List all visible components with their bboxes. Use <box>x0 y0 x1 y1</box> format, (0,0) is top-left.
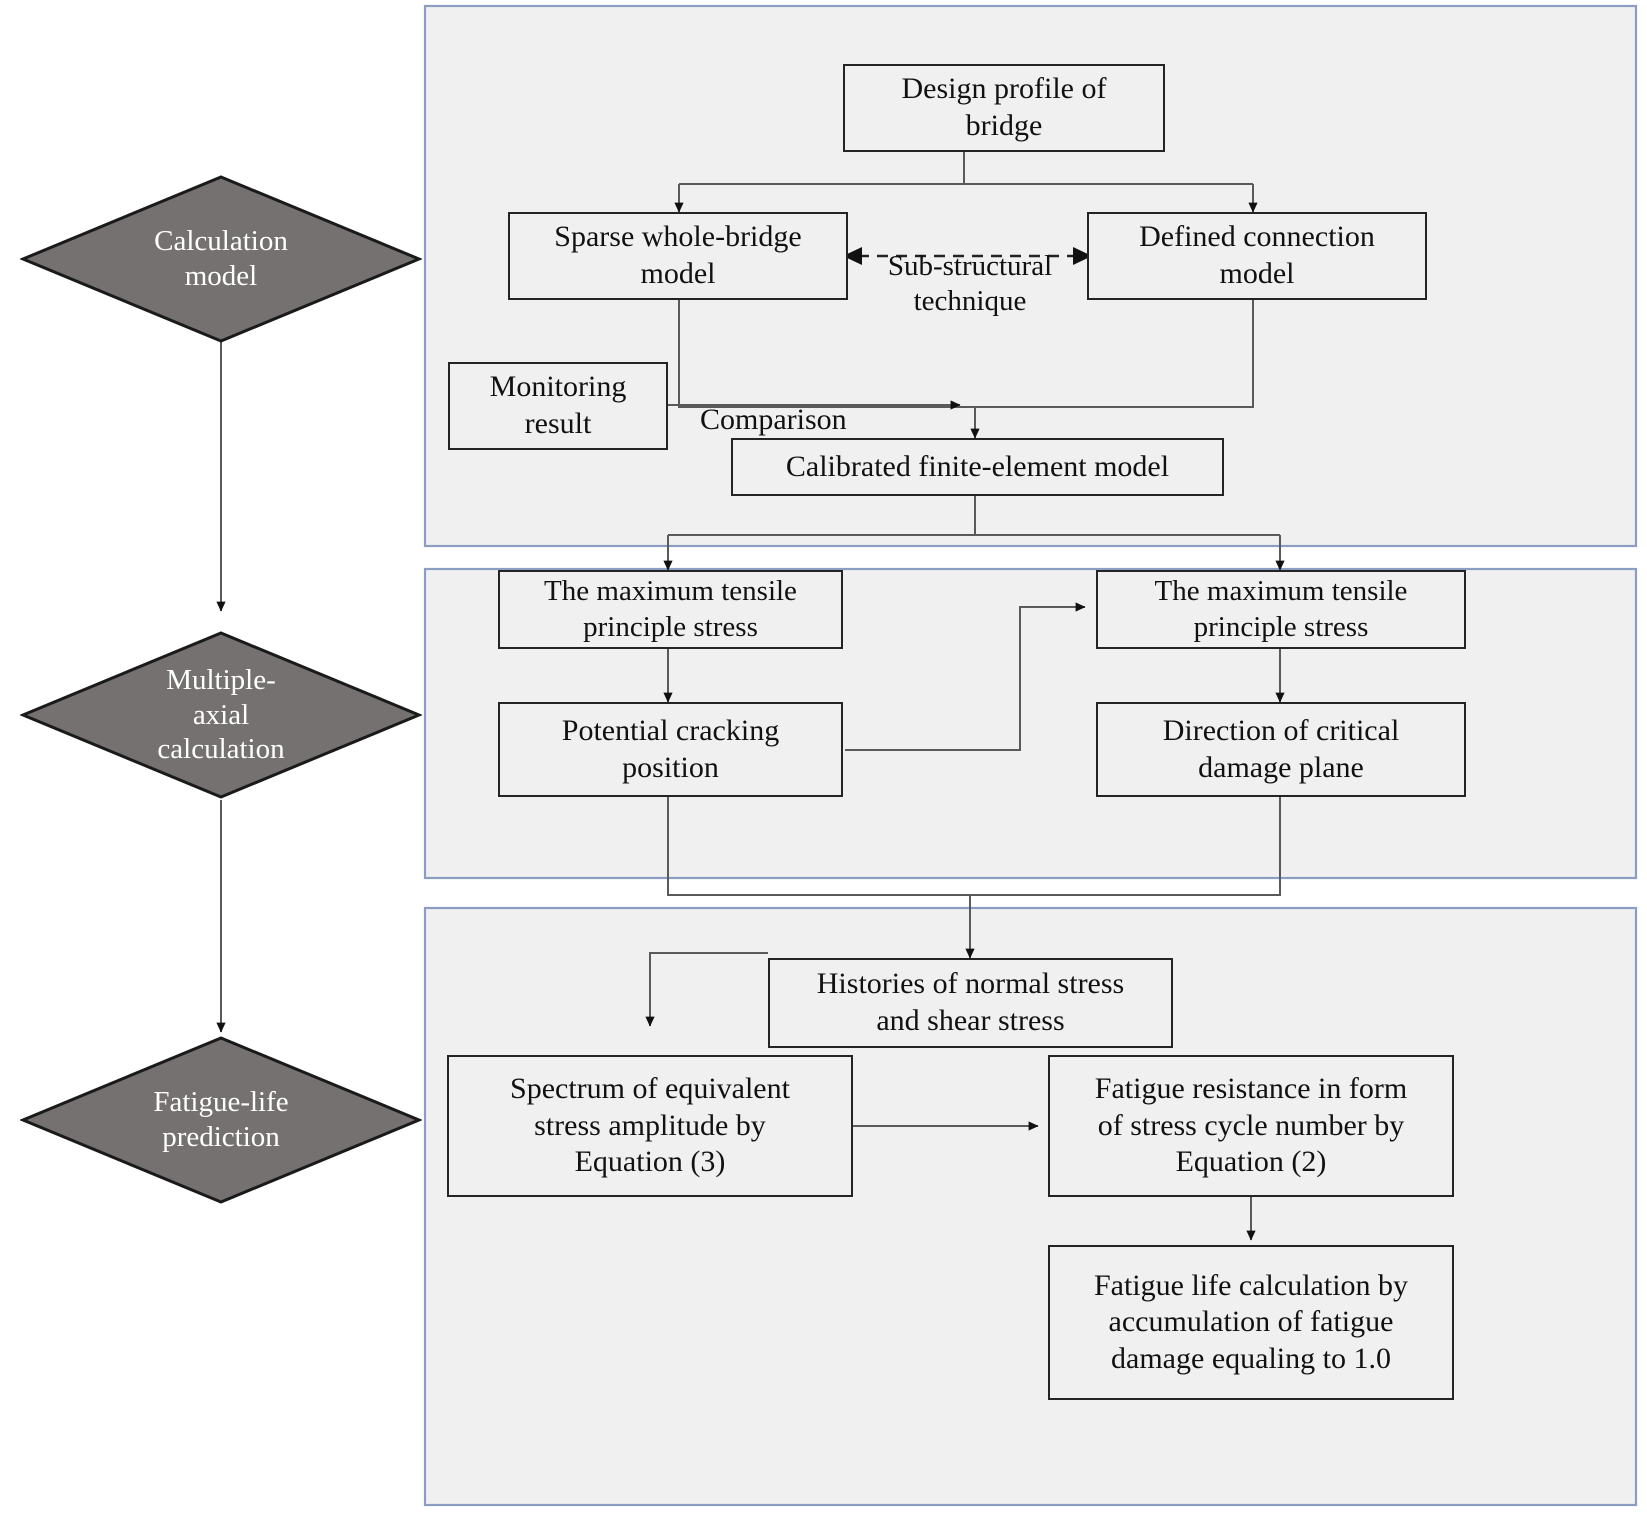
stage-diamond-multiple-axial[interactable]: Multiple- axial calculation <box>20 630 422 800</box>
node-max-tensile-right-label: The maximum tensile principle stress <box>1154 575 1408 643</box>
node-potential-cracking-label: Potential cracking position <box>561 713 780 784</box>
node-sparse-whole-bridge-model[interactable]: Sparse whole-bridge model <box>508 212 848 300</box>
edge-damage-down <box>970 797 1281 896</box>
node-design-profile-label: Design profile of bridge <box>901 72 1107 142</box>
node-max-tensile-principle-stress-right[interactable]: The maximum tensile principle stress <box>1096 570 1466 649</box>
node-calibrated-finite-element-model[interactable]: Calibrated finite-element model <box>731 438 1224 496</box>
node-defined-connection-model[interactable]: Defined connection model <box>1087 212 1427 300</box>
node-stress-histories-label: Histories of normal stress and shear str… <box>816 967 1125 1037</box>
edge-label-substructural: Sub-structural technique <box>865 214 1075 318</box>
edge-defined-to-join <box>975 300 1254 408</box>
node-spectrum-equivalent-stress[interactable]: Spectrum of equivalent stress amplitude … <box>447 1055 853 1197</box>
node-fatigue-life-label: Fatigue life calculation by accumulation… <box>1093 1268 1409 1375</box>
node-monitoring-result[interactable]: Monitoring result <box>448 362 668 450</box>
edge-sparse-to-join <box>678 300 975 408</box>
edge-histories-to-spectrum <box>645 952 768 1027</box>
edge-substructural-arrow-left <box>843 247 862 265</box>
stage-diamond-fatigue-life[interactable]: Fatigue-life prediction <box>20 1035 422 1205</box>
node-monitoring-result-label: Monitoring result <box>489 370 627 440</box>
node-calibrated-model-label: Calibrated finite-element model <box>785 449 1170 483</box>
node-max-tensile-principle-stress-left[interactable]: The maximum tensile principle stress <box>498 570 843 649</box>
node-spectrum-label: Spectrum of equivalent stress amplitude … <box>510 1072 790 1179</box>
node-design-profile[interactable]: Design profile of bridge <box>843 64 1165 152</box>
edge-cracking-to-maxtensile-right <box>845 602 1086 751</box>
node-fatigue-resistance-label: Fatigue resistance in form of stress cyc… <box>1094 1072 1408 1179</box>
diamond-shape <box>20 631 422 799</box>
edge-label-comparison: Comparison <box>700 366 940 438</box>
edge-label-comparison-text: Comparison <box>700 403 847 436</box>
node-max-tensile-left-label: The maximum tensile principle stress <box>544 575 797 643</box>
edge-cracking-down <box>667 797 970 896</box>
node-direction-critical-damage-plane[interactable]: Direction of critical damage plane <box>1096 702 1466 797</box>
node-critical-damage-plane-label: Direction of critical damage plane <box>1162 713 1400 784</box>
stage-diamond-calculation-model[interactable]: Calculation model <box>20 174 422 344</box>
node-fatigue-life-calculation[interactable]: Fatigue life calculation by accumulation… <box>1048 1245 1454 1400</box>
node-defined-connection-label: Defined connection model <box>1139 220 1375 290</box>
diamond-shape <box>20 175 422 343</box>
node-potential-cracking-position[interactable]: Potential cracking position <box>498 702 843 797</box>
edge-substructural-arrow-right <box>1073 247 1092 265</box>
node-histories-normal-shear-stress[interactable]: Histories of normal stress and shear str… <box>768 958 1173 1048</box>
node-fatigue-resistance[interactable]: Fatigue resistance in form of stress cyc… <box>1048 1055 1454 1197</box>
diamond-shape <box>20 1036 422 1204</box>
node-sparse-model-label: Sparse whole-bridge model <box>554 220 802 290</box>
edge-label-substructural-text: Sub-structural technique <box>887 249 1053 317</box>
